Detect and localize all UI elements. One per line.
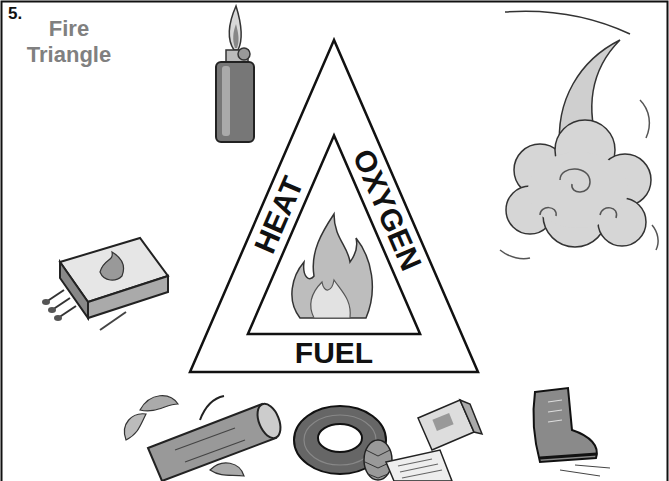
boot-icon	[534, 388, 610, 476]
figure-number: 5.	[8, 5, 22, 22]
side-label: FUEL	[295, 338, 373, 368]
title: Fire Triangle	[10, 16, 128, 69]
flame-icon	[292, 214, 372, 318]
fire-triangle	[190, 40, 478, 372]
pinecone-icon	[364, 440, 392, 480]
paper-bag-icon	[418, 400, 482, 450]
log-icon	[124, 396, 285, 481]
matchbox-icon	[42, 238, 168, 330]
lighter-icon	[216, 6, 254, 142]
newspaper-icon	[386, 450, 452, 481]
air-swirl-icon	[500, 11, 658, 259]
